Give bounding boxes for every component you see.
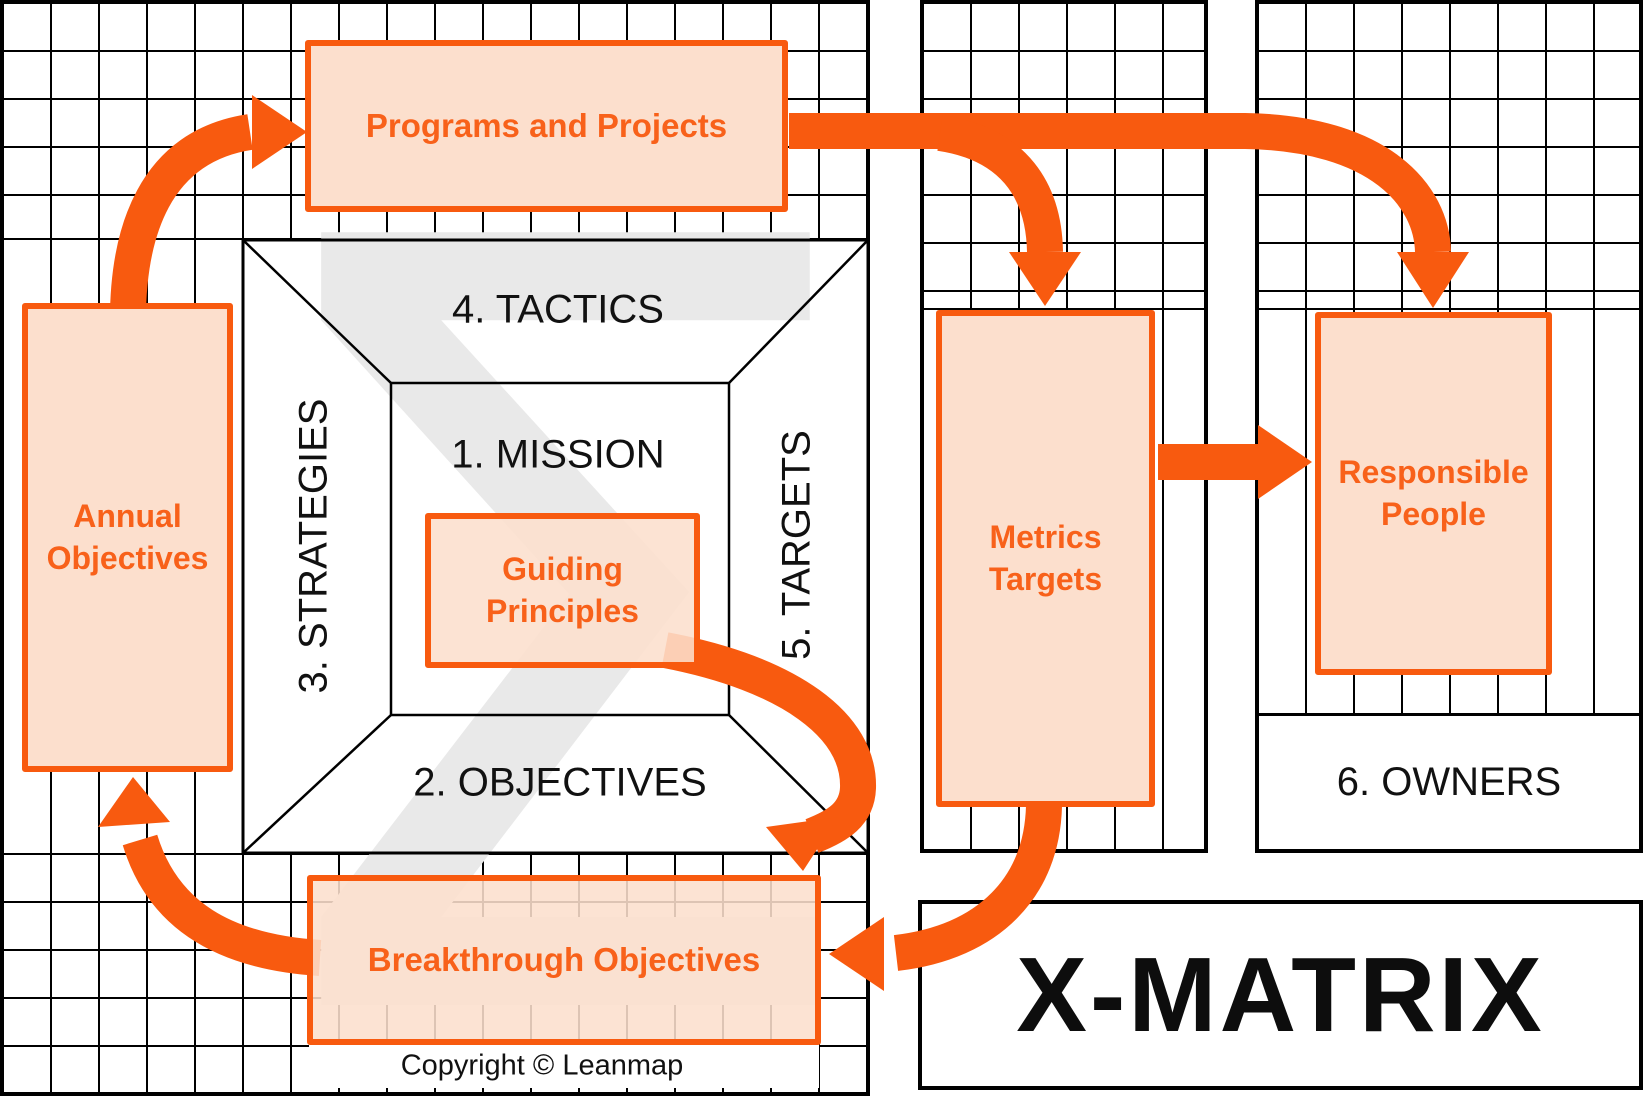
owners-panel: 6. OWNERS (1259, 713, 1639, 849)
right-block-rows (1259, 4, 1639, 310)
metrics-targets-label: Metrics Targets (988, 518, 1103, 597)
breakthrough-objectives-box: Breakthrough Objectives (307, 875, 821, 1045)
responsible-people-box: Responsible People (1315, 312, 1552, 675)
annual-objectives-box: Annual Objectives (22, 303, 233, 772)
mission-label: 1. MISSION (451, 432, 665, 477)
footer-background (309, 1044, 819, 1088)
guiding-principles-box: Guiding Principles (425, 513, 700, 668)
owners-label: 6. OWNERS (1336, 760, 1562, 804)
tactics-label: 4. TACTICS (452, 287, 664, 332)
strategies-label: 3. STRATEGIES (291, 398, 336, 694)
middle-block-rows (924, 4, 1204, 310)
objectives-label: 2. OBJECTIVES (413, 760, 707, 805)
programs-and-projects-box: Programs and Projects (305, 40, 788, 212)
breakthrough-objectives-label: Breakthrough Objectives (367, 940, 761, 978)
annual-objectives-label: Annual Objectives (46, 497, 209, 576)
guiding-principles-label: Guiding Principles (486, 550, 639, 629)
right-block-border (1255, 0, 1643, 853)
targets-label: 5. TARGETS (774, 430, 819, 660)
middle-block-border (920, 0, 1208, 853)
title-panel: X-MATRIX (918, 900, 1643, 1090)
programs-and-projects-label: Programs and Projects (365, 106, 728, 144)
metrics-targets-box: Metrics Targets (936, 310, 1155, 807)
copyright-text: Copyright © Leanmap (400, 1049, 684, 1082)
responsible-people-label: Responsible People (1338, 453, 1529, 532)
title-text: X-MATRIX (1016, 935, 1545, 1054)
